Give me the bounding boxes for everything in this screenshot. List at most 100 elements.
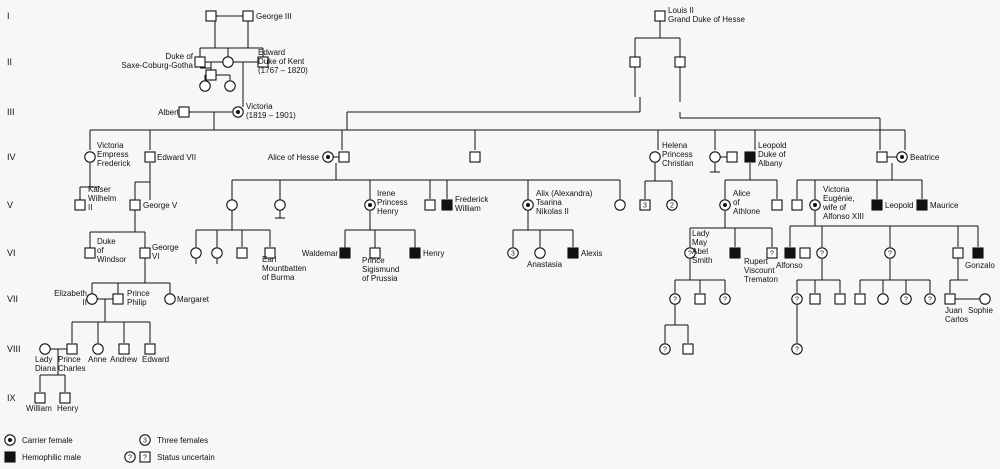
edward-kent-symbol [257, 56, 269, 68]
vii-m-4-symbol [854, 293, 866, 305]
helena-symbol [649, 151, 661, 163]
legend-hemophilic-male: Hemophilic male [22, 453, 82, 462]
vii-m-3-symbol [834, 293, 846, 305]
lady-may-mark: ? [688, 251, 692, 258]
philip-symbol [112, 293, 124, 305]
label-alfonso: Alfonso [776, 261, 803, 270]
label-henry_ix: Henry [57, 404, 78, 413]
alice-hesse-carrier-dot [326, 155, 330, 159]
waldemar-symbol [339, 247, 351, 259]
label-maurice: Maurice [930, 201, 959, 210]
label-margaret: Margaret [177, 295, 210, 304]
ii-female-1-symbol [222, 56, 234, 68]
albert-symbol [178, 106, 190, 118]
vii-q-4-symbol [900, 293, 912, 305]
vi-m-4-symbol [952, 247, 964, 259]
helena-children-3-symbol [639, 199, 651, 211]
william-symbol [34, 392, 46, 404]
generation-I: I [7, 11, 10, 21]
vi-uncertain-male-mark: ? [770, 251, 774, 258]
frederick-william-symbol [441, 199, 453, 211]
george3-symbol [242, 10, 254, 22]
anne-symbol [92, 343, 104, 355]
label-george5: George V [143, 201, 178, 210]
vii-q-3-symbol [791, 293, 803, 305]
vii-q-4-mark: ? [904, 297, 908, 304]
alfonso-symbol [784, 247, 796, 259]
vii-q-2-symbol [719, 293, 731, 305]
henry-ix-symbol [59, 392, 71, 404]
edward7-symbol [144, 151, 156, 163]
louis2-symbol [654, 10, 666, 22]
edward-symbol [144, 343, 156, 355]
label-anastasia: Anastasia [527, 260, 563, 269]
label-beatrice: Beatrice [910, 153, 940, 162]
vii-q-1-symbol [669, 293, 681, 305]
iv-son-unnamed-symbol [469, 151, 481, 163]
vi-m-sp-symbol [799, 247, 811, 259]
henry-vi-symbol [409, 247, 421, 259]
legend-hemo-symbol [4, 451, 16, 463]
george6-symbol [139, 247, 151, 259]
viii-m-1-symbol [682, 343, 694, 355]
vii-q-1-mark: ? [673, 297, 677, 304]
vii-m-1-symbol [694, 293, 706, 305]
lady-may-symbol [684, 247, 696, 259]
beatrice-husband-symbol [876, 151, 888, 163]
label-anne: Anne [88, 355, 107, 364]
wilhelm2-symbol [74, 199, 86, 211]
label-edward: Edward [142, 355, 169, 364]
label-andrew: Andrew [110, 355, 137, 364]
mountbatten-symbol [264, 247, 276, 259]
label-edward7: Edward VII [157, 153, 196, 162]
vi-f-q2-mark: ? [888, 251, 892, 258]
hesse-son-2-symbol [674, 56, 686, 68]
generation-IX: IX [7, 393, 16, 403]
v-female-2-symbol [614, 199, 626, 211]
maurice-symbol [916, 199, 928, 211]
vi-m-1-symbol [236, 247, 248, 259]
george3-parent-symbol [205, 10, 217, 22]
label-leopold_v: Leopold [885, 201, 913, 210]
victoria-carrier-dot [236, 110, 240, 114]
vii-f-1-symbol [877, 293, 889, 305]
legend-uncertain-circle [124, 451, 136, 463]
vi-uncertain-male-symbol [766, 247, 778, 259]
george5-symbol [129, 199, 141, 211]
vii-q-5-mark: ? [928, 297, 932, 304]
irene-husband-symbol [424, 199, 436, 211]
legend-carrier-carrier-dot [8, 438, 12, 442]
alice-athlone-carrier-dot [723, 203, 727, 207]
helena-children-3-count: 3 [643, 203, 647, 210]
legend-uncertain-square-mark: ? [143, 455, 147, 462]
vi-f-1-symbol [190, 247, 202, 259]
charles-symbol [66, 343, 78, 355]
duke-saxe-symbol [194, 56, 206, 68]
label-albert: Albert [158, 108, 180, 117]
generation-II: II [7, 57, 12, 67]
label-alexis: Alexis [581, 249, 602, 258]
iv-leopold-spouse-m-symbol [726, 151, 738, 163]
ii-child-f2-symbol [224, 80, 236, 92]
ii-child-male-symbol [205, 69, 217, 81]
sigismund-symbol [369, 247, 381, 259]
vicky-symbol [84, 151, 96, 163]
label-george3: George III [256, 12, 292, 21]
